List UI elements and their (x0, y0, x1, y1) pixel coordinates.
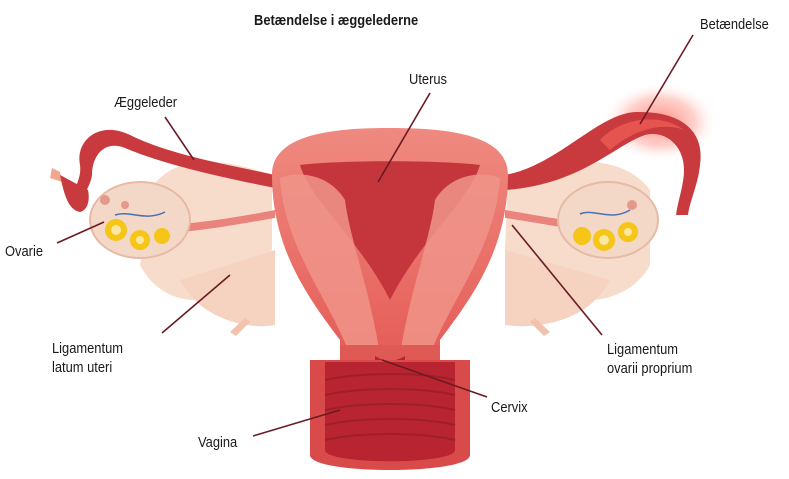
label-ovarian-ligament: Ligamentum ovarii proprium (607, 340, 692, 378)
label-broad-ligament: Ligamentum latum uteri (52, 339, 123, 377)
label-ovarian-ligament-line2: ovarii proprium (607, 359, 692, 378)
follicle (154, 228, 170, 244)
label-broad-ligament-line2: latum uteri (52, 358, 123, 377)
label-ovarian-ligament-line1: Ligamentum (607, 340, 692, 359)
label-fallopian-tube: Æggeleder (114, 93, 177, 112)
label-vagina: Vagina (198, 433, 237, 452)
ovary-vessel-dot (121, 201, 129, 209)
follicle-core (624, 228, 632, 236)
diagram-title: Betændelse i æggelederne (254, 11, 418, 30)
label-uterus: Uterus (409, 70, 447, 89)
label-ovary: Ovarie (5, 242, 43, 261)
tube-stub-left (50, 168, 62, 182)
follicle-core (136, 236, 144, 244)
label-inflammation: Betændelse (700, 15, 769, 34)
ovary-vessel-dot (627, 200, 637, 210)
label-broad-ligament-line1: Ligamentum (52, 339, 123, 358)
follicle-core (111, 225, 121, 235)
ovary-vessel-dot (100, 195, 110, 205)
follicle (573, 227, 591, 245)
label-cervix: Cervix (491, 398, 528, 417)
follicle-core (599, 235, 609, 245)
